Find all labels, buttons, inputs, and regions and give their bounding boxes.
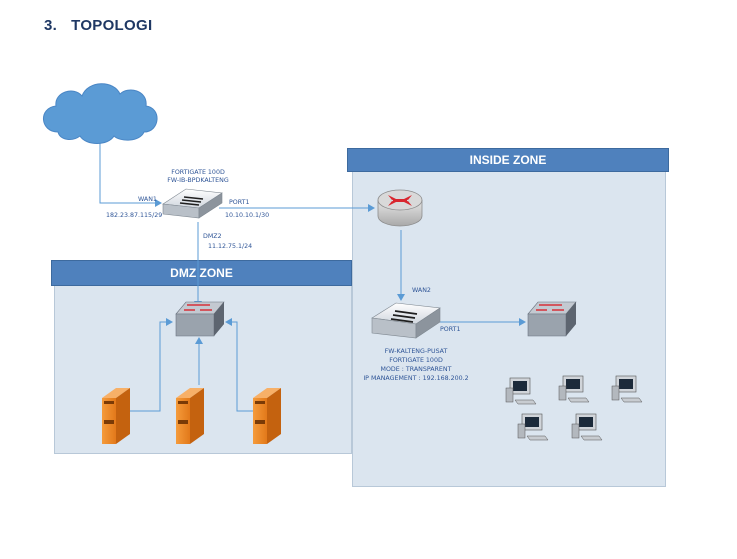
server-icon-3: [253, 388, 281, 444]
fw-bpd-dmz-ip: 11.12.75.1/24: [208, 243, 253, 250]
workstation-icon-2: [558, 375, 590, 403]
fw-pusat-port1-label: PORT1: [440, 326, 461, 333]
fw-bpd-wan1-label: WAN1: [138, 196, 157, 203]
fw-pusat-line4: IP MANAGEMENT : 192.168.200.2: [363, 375, 469, 382]
link-server1-switch: [122, 318, 173, 412]
fw-pusat-line2: FORTIGATE 100D: [389, 357, 443, 364]
fw-bpd-name-line1: FORTIGATE 100D: [171, 169, 225, 176]
fw-bpd-dmz-label: DMZ2: [203, 233, 222, 240]
fw-pusat-wan2-label: WAN2: [412, 287, 431, 294]
inside-zone-header: INSIDE ZONE: [347, 148, 669, 172]
links: [99, 138, 526, 412]
section-heading: 3. TOPOLOGI: [44, 17, 152, 34]
firewall-bpd-icon: [162, 188, 223, 219]
link-cloud-fw: [99, 138, 162, 207]
router-icon: [377, 189, 423, 227]
fw-bpd-port1-ip: 10.10.10.1/30: [225, 212, 270, 219]
firewall-pusat-icon: [371, 302, 441, 339]
inside-switch-icon: [527, 301, 577, 337]
fw-bpd-name-line2: FW-IB-BPDKALTENG: [167, 177, 229, 184]
internet-cloud-icon: [43, 83, 158, 144]
server-icon-2: [176, 388, 204, 444]
fw-bpd-wan1-ip: 182.23.87.115/29: [106, 212, 163, 219]
fw-bpd-port1-label: PORT1: [229, 199, 250, 206]
dmz-switch-icon: [175, 301, 225, 337]
dmz-zone-header: DMZ ZONE: [51, 260, 352, 286]
workstation-icon-3: [611, 375, 643, 403]
workstation-icon-5: [571, 413, 603, 441]
workstation-icon-4: [517, 413, 549, 441]
fw-pusat-line3: MODE : TRANSPARENT: [380, 366, 452, 373]
section-title: TOPOLOGI: [71, 17, 153, 34]
workstation-icon-1: [505, 377, 537, 405]
server-icon-1: [102, 388, 130, 444]
fw-pusat-line1: FW-KALTENG-PUSAT: [384, 348, 448, 355]
section-number: 3.: [44, 17, 58, 34]
